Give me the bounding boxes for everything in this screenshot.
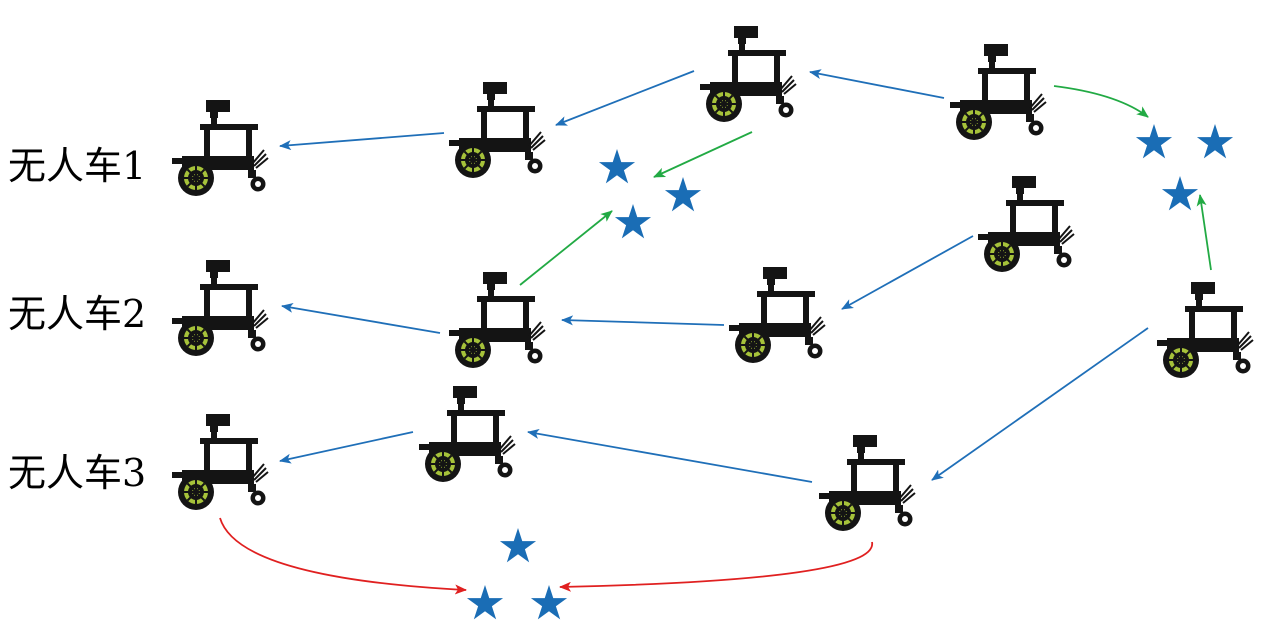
- star-icon: [1135, 124, 1173, 159]
- robot-vehicle-icon: [171, 99, 269, 197]
- path-arrow: [809, 69, 945, 99]
- return-arrow: [1196, 194, 1212, 271]
- star-icon: [664, 177, 702, 212]
- robot-vehicle-icon: [728, 266, 826, 364]
- star-icon: [1161, 176, 1199, 211]
- return-arrow: [559, 541, 873, 592]
- vehicle-label-3: 无人车3: [8, 451, 147, 495]
- path-arrow: [561, 315, 725, 326]
- robot-vehicle-icon: [448, 271, 546, 369]
- path-arrow: [527, 428, 813, 483]
- return-arrow: [219, 517, 467, 595]
- robot-vehicle-icon: [171, 259, 269, 357]
- robot-vehicle-icon: [949, 43, 1047, 141]
- return-arrow: [519, 210, 613, 286]
- path-arrow: [279, 132, 445, 151]
- path-arrow: [841, 235, 974, 310]
- vehicle-label-1: 无人车1: [8, 144, 147, 188]
- path-arrow: [281, 302, 441, 334]
- robot-vehicle-icon: [448, 81, 546, 179]
- star-icon: [499, 528, 537, 563]
- robot-vehicle-icon: [418, 385, 516, 483]
- star-icon: [466, 585, 504, 620]
- robot-vehicle-icon: [1156, 281, 1254, 379]
- return-arrow: [653, 131, 753, 178]
- vehicle-label-2: 无人车2: [8, 292, 147, 336]
- robot-vehicle-icon: [977, 175, 1075, 273]
- star-icon: [614, 204, 652, 239]
- robot-vehicle-icon: [171, 413, 269, 511]
- path-arrow: [555, 70, 695, 126]
- robot-vehicle-icon: [699, 25, 797, 123]
- star-icon: [1196, 124, 1234, 159]
- star-icon: [530, 585, 568, 620]
- star-icon: [598, 149, 636, 184]
- path-arrow: [931, 327, 1149, 481]
- robot-vehicle-icon: [818, 434, 916, 532]
- return-arrow: [1053, 85, 1149, 118]
- path-arrow: [279, 431, 414, 464]
